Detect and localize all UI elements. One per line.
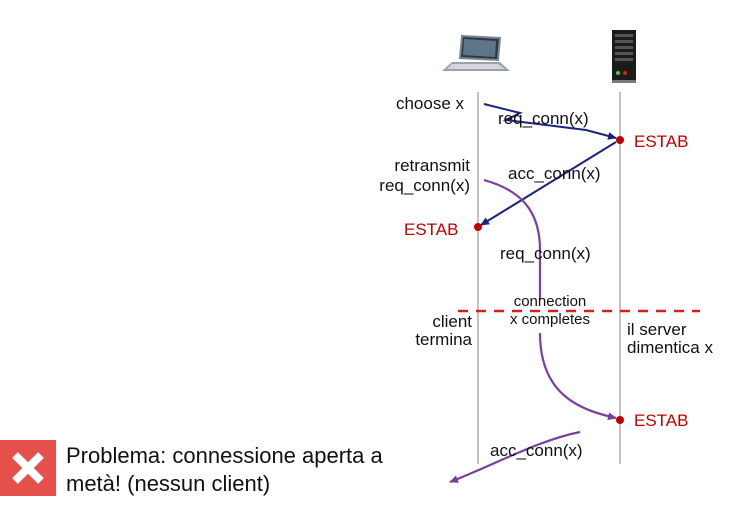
retransmit-label: retransmit req_conn(x) (379, 156, 470, 195)
server-icon (612, 30, 636, 83)
server-estab-dot-top (616, 136, 624, 144)
client-computer-icon (442, 34, 510, 71)
acc-conn-label-2: acc_conn(x) (490, 441, 583, 460)
req-conn-label-2: req_conn(x) (500, 244, 591, 263)
server-estab-dot-bottom (616, 416, 624, 424)
server-forgets-label: il server dimentica x (627, 320, 713, 357)
retransmit-req-arrow (483, 178, 616, 418)
client-estab-label: ESTAB (404, 220, 459, 239)
problem-text: Problema: connessione aperta a metà! (ne… (66, 442, 383, 498)
problem-line-2: metà! (nessun client) (66, 471, 271, 496)
acc-conn-label-1: acc_conn(x) (508, 164, 601, 183)
server-estab-label-top: ESTAB (634, 132, 689, 151)
close-icon (12, 452, 44, 484)
server-estab-label-bottom: ESTAB (634, 411, 689, 430)
choose-x-label: choose x (395, 94, 464, 113)
client-terminates-label: client termina (415, 312, 472, 349)
acc-conn-arrow-2 (449, 430, 581, 484)
acc-conn-arrow-1 (480, 141, 617, 226)
req-conn-arrow-1 (483, 103, 617, 140)
connection-completes-note: connection x completes (509, 293, 591, 328)
client-estab-dot (474, 223, 482, 231)
problem-line-1: Problema: connessione aperta a (66, 443, 383, 468)
req-conn-label-1: req_conn(x) (498, 109, 589, 128)
